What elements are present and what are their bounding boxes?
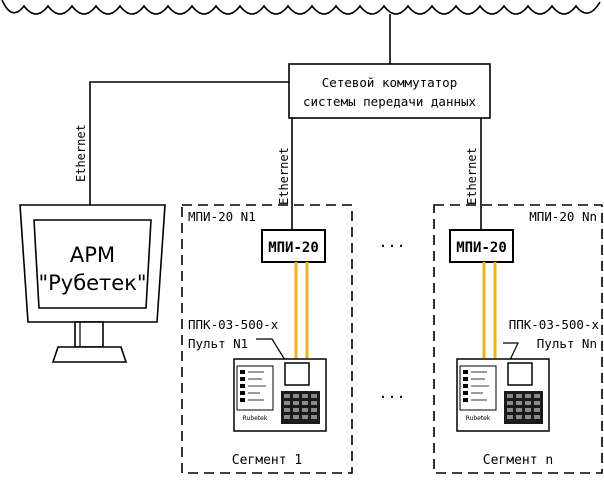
segment-1-panel-label-line2: Пульт N1 xyxy=(188,336,248,351)
switch-to-arm-line xyxy=(89,81,289,205)
segment-1-mpi-box xyxy=(261,229,326,263)
segment-1-frame xyxy=(181,204,353,474)
device-brand: Rubetek xyxy=(243,415,268,422)
workstation-label-line2: "Рубетек" xyxy=(38,271,146,295)
segment-n-data-bus xyxy=(482,262,497,358)
ellipsis-top: ... xyxy=(378,233,405,251)
segment-n-mpi-box xyxy=(449,229,514,263)
monitor-base xyxy=(51,346,128,363)
segment-n-footer: Сегмент n xyxy=(483,453,553,468)
segment-n: МПИ-20 Nn МПИ-20 ППК-03-500-х Пульт Nn xyxy=(433,204,603,474)
network-switch: Сетевой коммутатор системы передачи данн… xyxy=(288,63,491,119)
segment-n-panel-label-line2: Пульт Nn xyxy=(537,336,597,351)
monitor-neck xyxy=(74,321,104,348)
segment-1-pointer xyxy=(256,338,286,361)
monitor-screen xyxy=(33,219,152,309)
segment-n-pointer xyxy=(503,342,519,361)
segment-1-title: МПИ-20 N1 xyxy=(188,209,256,224)
segment-n-title: МПИ-20 Nn xyxy=(529,209,597,224)
ethernet-label-segment-1: Ethernet xyxy=(277,147,291,205)
switch-label-line1: Сетевой коммутатор xyxy=(322,75,457,90)
segment-1-mpi-label: МПИ-20 xyxy=(268,240,319,256)
device-indicators xyxy=(240,370,266,402)
device-display xyxy=(284,362,310,386)
segment-n-frame xyxy=(433,204,603,474)
workstation-label-line1: АРМ xyxy=(70,243,115,267)
network-cloud xyxy=(1,0,601,15)
ethernet-links xyxy=(89,14,482,230)
device-display xyxy=(507,362,533,386)
switch-box xyxy=(288,63,491,119)
device-indicators xyxy=(463,370,489,402)
device-keypad-keys xyxy=(284,394,317,419)
segment-n-control-panel: Rubetek xyxy=(456,358,550,432)
switch-label-line2: системы передачи данных xyxy=(303,94,477,109)
ethernet-label-arm: Ethernet xyxy=(74,124,88,182)
segment-1: МПИ-20 N1 МПИ-20 ППК-03-500-х Пульт N1 xyxy=(181,204,353,474)
segment-n-mpi-label: МПИ-20 xyxy=(456,240,507,256)
ethernet-label-segment-n: Ethernet xyxy=(465,147,479,205)
workstation-monitor: АРМ "Рубетек" xyxy=(19,204,166,363)
device-keypad-keys xyxy=(507,394,540,419)
segment-1-control-panel: Rubetek xyxy=(233,358,327,432)
segment-n-panel-label-line1: ППК-03-500-х xyxy=(509,317,600,332)
segment-1-footer: Сегмент 1 xyxy=(232,453,302,468)
segment-1-data-bus xyxy=(294,262,309,358)
ellipsis-bottom: ... xyxy=(378,384,405,402)
device-brand: Rubetek xyxy=(466,415,491,422)
segment-1-panel-label-line1: ППК-03-500-х xyxy=(188,317,279,332)
